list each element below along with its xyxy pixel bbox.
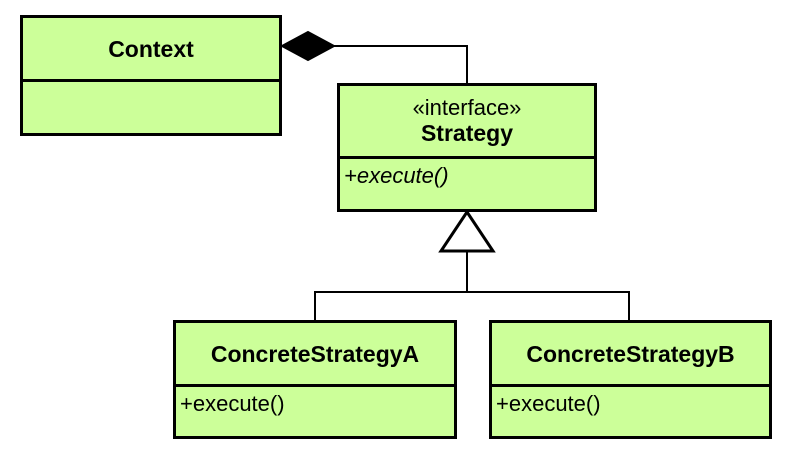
composition-diamond-icon	[279, 30, 337, 62]
strategy-interface: «interface» Strategy +execute()	[337, 83, 597, 212]
concrete-strategy-b-name: ConcreteStrategyB	[526, 340, 735, 367]
context-name-compartment: Context	[23, 18, 279, 82]
realization-connector	[314, 209, 630, 322]
strategy-stereotype: «interface»	[412, 95, 522, 120]
concrete-strategy-a-name: ConcreteStrategyA	[210, 340, 420, 367]
context-class: Context	[20, 15, 282, 136]
context-class-name: Context	[108, 35, 194, 62]
composition-connector	[279, 30, 468, 85]
concrete-strategy-b-name-compartment: ConcreteStrategyB	[492, 323, 769, 387]
concrete-strategy-a-class: ConcreteStrategyA +execute()	[173, 320, 457, 439]
inheritance-triangle-icon	[438, 209, 496, 253]
composition-line	[334, 45, 468, 85]
concrete-strategy-b-class: ConcreteStrategyB +execute()	[489, 320, 772, 439]
strategy-name-compartment: «interface» Strategy	[340, 86, 594, 159]
concrete-strategy-a-operations-compartment: +execute()	[176, 387, 454, 436]
strategy-operation: +execute()	[344, 163, 449, 188]
concrete-strategy-b-operation: +execute()	[496, 391, 601, 416]
context-operations-compartment	[23, 82, 279, 133]
strategy-operations-compartment: +execute()	[340, 159, 594, 209]
realization-branch-line	[314, 291, 630, 322]
concrete-strategy-a-name-compartment: ConcreteStrategyA	[176, 323, 454, 387]
concrete-strategy-a-operation: +execute()	[180, 391, 285, 416]
strategy-interface-name: Strategy	[420, 120, 514, 146]
concrete-strategy-b-operations-compartment: +execute()	[492, 387, 769, 436]
